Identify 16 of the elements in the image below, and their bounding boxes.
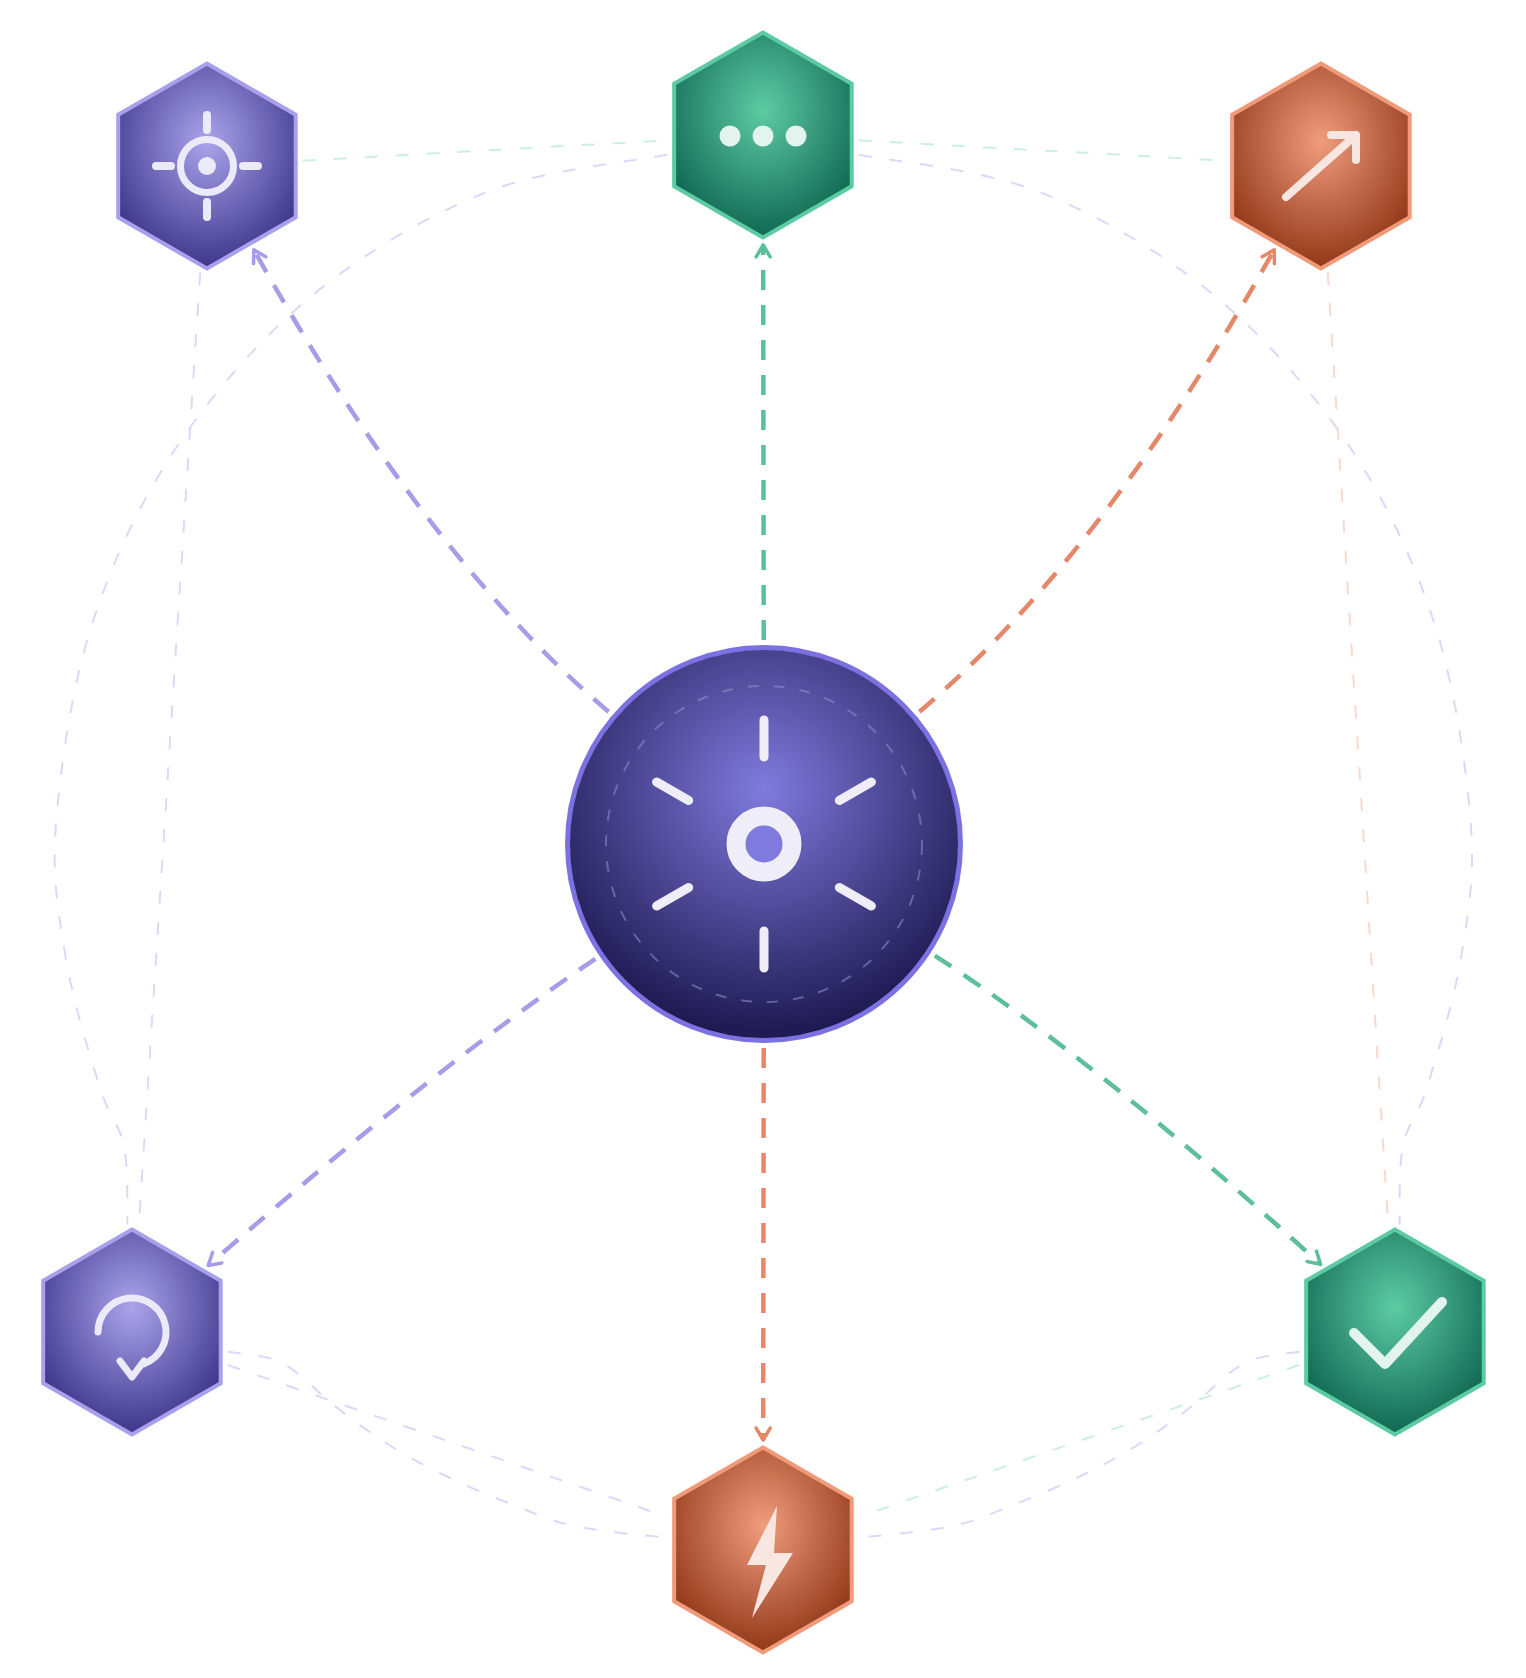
dashed-arrow bbox=[251, 248, 611, 714]
hub-circle bbox=[564, 644, 964, 1044]
dashed-arrow bbox=[917, 248, 1277, 714]
dashed-arrow bbox=[206, 956, 597, 1268]
dashed-arrow bbox=[754, 243, 772, 640]
hexagon-node bbox=[116, 61, 298, 271]
dashed-line bbox=[857, 1364, 1301, 1518]
dashed-arrow bbox=[754, 1048, 772, 1442]
hexagon-node bbox=[41, 1227, 223, 1437]
hexagon-node bbox=[672, 30, 854, 240]
hexagon-node bbox=[1230, 61, 1412, 271]
hexagon-node bbox=[1304, 1227, 1486, 1437]
dashed-line bbox=[53, 153, 669, 1226]
hexagon-node bbox=[672, 1445, 854, 1655]
dashed-arrow bbox=[933, 953, 1323, 1267]
dashed-line bbox=[857, 153, 1474, 1226]
